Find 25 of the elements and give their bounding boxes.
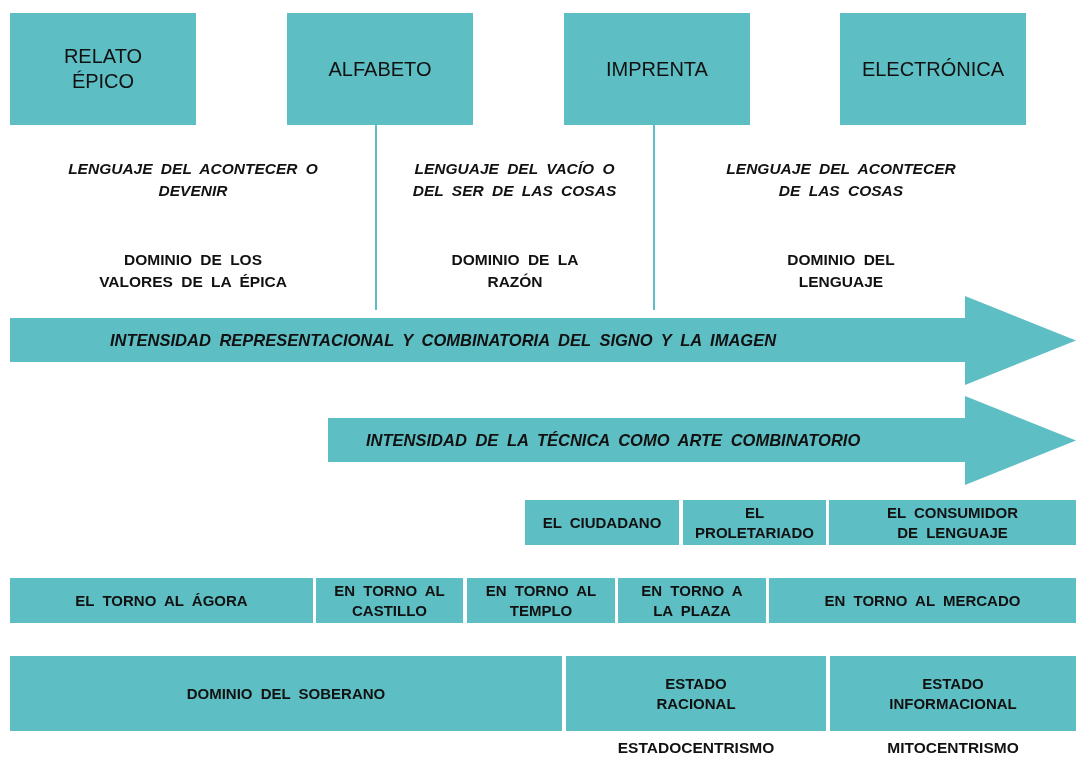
domain-label: DOMINIO DE LA RAZÓN [450, 250, 580, 293]
era-box: ALFABETO [287, 13, 473, 125]
category-box: EN TORNO AL MERCADO [769, 578, 1076, 623]
era-box: IMPRENTA [564, 13, 750, 125]
category-box: EN TORNO A LA PLAZA [618, 578, 766, 623]
category-box: EL CONSUMIDOR DE LENGUAJE [829, 500, 1076, 545]
italic-heading: LENGUAJE DEL ACONTECER DE LAS COSAS [725, 159, 957, 202]
category-box: ESTADO INFORMACIONAL [830, 656, 1076, 731]
category-box: EN TORNO AL TEMPLO [467, 578, 615, 623]
caption-text: MITOCENTRISMO [886, 739, 1020, 757]
era-box: ELECTRÓNICA [840, 13, 1026, 125]
category-box: EL CIUDADANO [525, 500, 679, 545]
domain-label: DOMINIO DE LOS VALORES DE LA ÉPICA [98, 250, 288, 293]
caption-text: ESTADOCENTRISMO [616, 739, 776, 757]
italic-heading: LENGUAJE DEL VACÍO O DEL SER DE LAS COSAS [411, 159, 618, 202]
domain-label: DOMINIO DEL LENGUAJE [786, 250, 896, 293]
category-box: DOMINIO DEL SOBERANO [10, 656, 562, 731]
category-box: EN TORNO AL CASTILLO [316, 578, 463, 623]
category-box: EL PROLETARIADO [683, 500, 826, 545]
band-label: INTENSIDAD DE LA TÉCNICA COMO ARTE COMBINATORIO [366, 430, 861, 451]
category-box: ESTADO RACIONAL [566, 656, 826, 731]
italic-heading: LENGUAJE DEL ACONTECER O DEVENIR [68, 159, 318, 202]
band-label: INTENSIDAD REPRESENTACIONAL Y COMBINATORIA DEL SIGNO Y LA IMAGEN [110, 330, 777, 351]
era-box: RELATO ÉPICO [10, 13, 196, 125]
category-box: EL TORNO AL ÁGORA [10, 578, 313, 623]
